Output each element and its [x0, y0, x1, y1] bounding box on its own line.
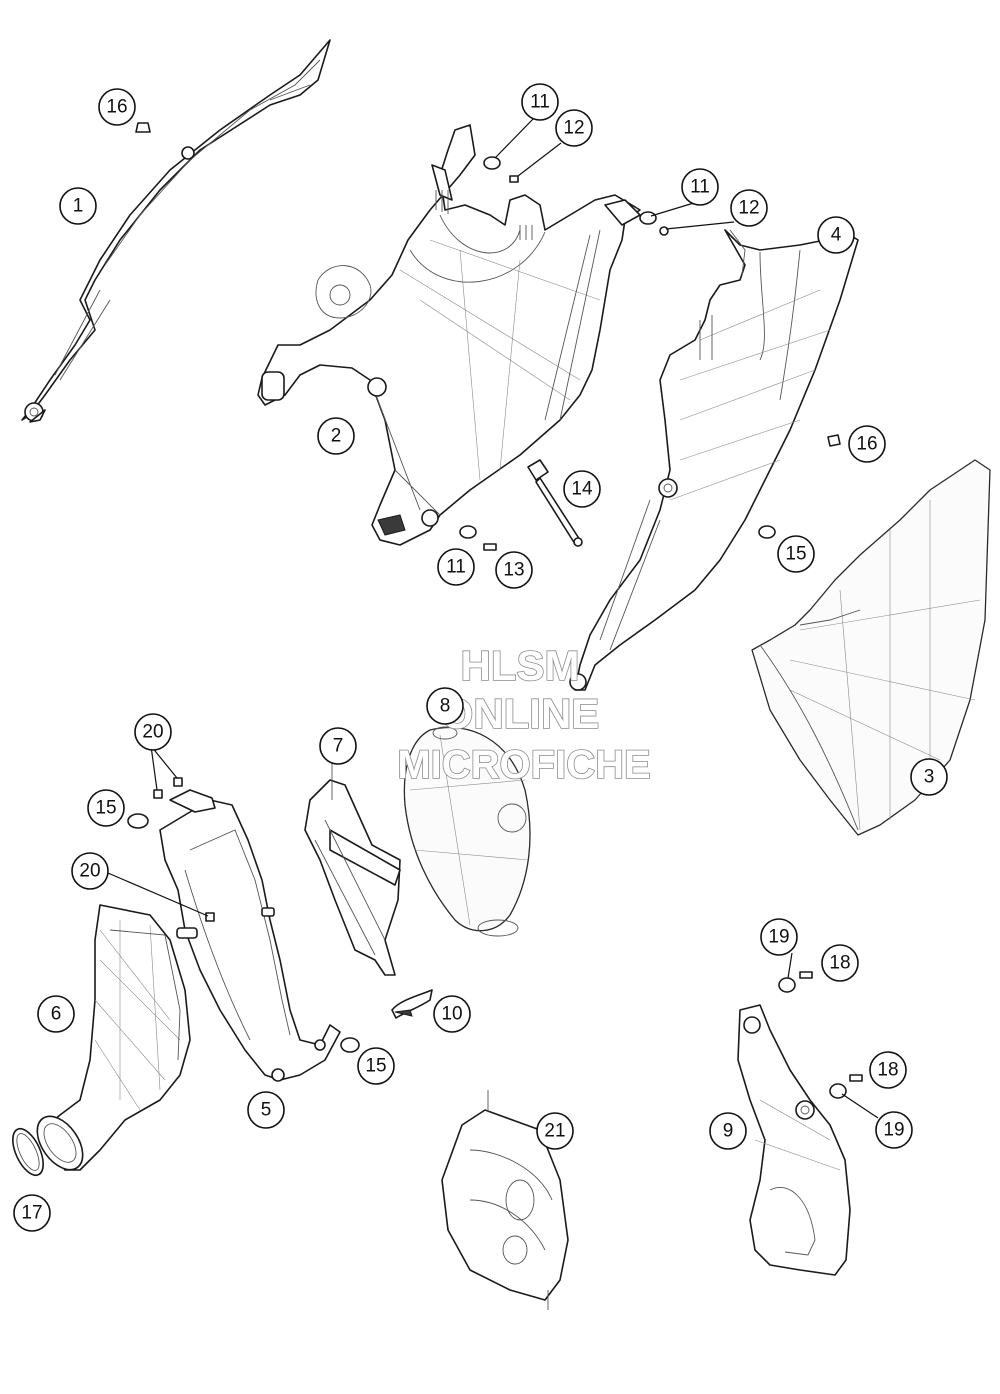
callout-21: 21	[536, 1112, 574, 1150]
leader-lines	[107, 116, 879, 1119]
callout-20b-label: 20	[79, 861, 100, 882]
grommet-15c	[340, 1037, 360, 1053]
callout-9: 9	[709, 1112, 747, 1150]
callout-7: 7	[319, 727, 357, 765]
watermark-line1: HLSM	[461, 642, 580, 689]
callout-12a: 12	[555, 109, 593, 147]
washer-11a	[483, 156, 501, 170]
callout-15a: 15	[777, 535, 815, 573]
callout-2-label: 2	[331, 426, 342, 447]
callout-8: 8	[426, 687, 464, 725]
callout-11c: 11	[437, 548, 475, 586]
watermark-line2: ONLINE	[441, 690, 600, 737]
screw-12a	[509, 175, 519, 183]
callout-16b-label: 16	[856, 434, 877, 455]
callout-12a-label: 12	[563, 118, 584, 139]
callout-19b: 19	[875, 1111, 913, 1149]
part-7-filter-cage	[304, 753, 401, 976]
callout-13-label: 13	[503, 560, 524, 581]
callout-15b-label: 15	[95, 798, 116, 819]
callout-4: 4	[817, 216, 855, 254]
callout-18a: 18	[821, 944, 859, 982]
part-10-clip	[391, 989, 433, 1019]
part-17-clamp	[12, 1127, 44, 1177]
callout-3-label: 3	[924, 767, 935, 788]
callout-15c: 15	[357, 1047, 395, 1085]
callout-11c-label: 11	[446, 557, 466, 578]
callout-21-label: 21	[544, 1121, 565, 1142]
screw-20a	[153, 789, 163, 799]
callout-19a-label: 19	[768, 927, 789, 948]
callout-15b: 15	[87, 789, 125, 827]
callout-19b-label: 19	[883, 1120, 904, 1141]
screw-18a	[799, 971, 813, 979]
callout-17: 17	[13, 1194, 51, 1232]
part-5-intake-bracket	[159, 789, 341, 1082]
hardware	[127, 122, 863, 1099]
callout-18a-label: 18	[829, 953, 850, 974]
callout-1: 1	[59, 187, 97, 225]
callout-20b: 20	[71, 852, 109, 890]
part-21-spare-filter	[441, 1090, 569, 1310]
callout-20a: 20	[134, 713, 172, 751]
part-6-airbox-duct	[36, 904, 191, 1171]
callout-11a: 11	[521, 83, 559, 121]
washer-11c	[459, 525, 477, 539]
fastener-16b	[827, 434, 841, 447]
callout-14-label: 14	[571, 479, 593, 500]
callout-11b: 11	[681, 168, 719, 206]
grommet-15a	[758, 525, 776, 539]
screw-13	[483, 543, 497, 551]
nut-12b	[659, 226, 669, 236]
callout-10: 10	[433, 995, 471, 1033]
fastener-16a	[135, 122, 151, 133]
callout-19a: 19	[760, 918, 798, 956]
callout-6: 6	[37, 995, 75, 1033]
callout-14: 14	[563, 470, 601, 508]
part-1-side-strip	[21, 39, 331, 423]
washer-11b	[639, 211, 657, 225]
callout-5: 5	[247, 1091, 285, 1129]
callout-12b-label: 12	[738, 198, 759, 219]
screw-20b	[173, 777, 183, 787]
screw-18b	[849, 1074, 863, 1082]
callout-3: 3	[910, 758, 948, 796]
callout-17-label: 17	[21, 1203, 42, 1224]
watermark-line3: MICROFICHE	[397, 743, 650, 787]
callout-15a-label: 15	[785, 544, 806, 565]
screw-20c	[205, 912, 215, 922]
callout-20a-label: 20	[142, 722, 163, 743]
callout-8-label: 8	[440, 696, 451, 717]
part-14-clip	[527, 459, 583, 547]
callout-11a-label: 11	[530, 92, 550, 113]
part-4-shroud	[569, 229, 859, 691]
callout-16a: 16	[98, 88, 136, 126]
washer-19b	[829, 1083, 847, 1099]
callout-2: 2	[317, 417, 355, 455]
callout-16b: 16	[848, 425, 886, 463]
part-3-filter-cover	[751, 459, 991, 836]
callouts: 1 2 3 4 5 6 7 8 9 10 11 11 11 12 12 13 1…	[13, 83, 948, 1232]
callout-16a-label: 16	[106, 97, 127, 118]
part-9-side-panel	[737, 1004, 851, 1276]
grommet-15b	[127, 813, 149, 829]
part-8-filter	[403, 726, 531, 937]
callout-4-label: 4	[831, 225, 842, 246]
callout-6-label: 6	[51, 1004, 62, 1025]
callout-7-label: 7	[333, 736, 344, 757]
callout-1-label: 1	[73, 196, 84, 217]
callout-18b: 18	[869, 1051, 907, 1089]
callout-12b: 12	[730, 189, 768, 227]
callout-11b-label: 11	[690, 177, 710, 198]
callout-10-label: 10	[441, 1004, 462, 1025]
callout-5-label: 5	[261, 1100, 272, 1121]
callout-9-label: 9	[723, 1121, 734, 1142]
callout-15c-label: 15	[365, 1056, 386, 1077]
washer-19a	[778, 977, 796, 993]
callout-18b-label: 18	[877, 1060, 898, 1081]
part-2-airbox-frame	[257, 124, 641, 546]
watermark: HLSM ONLINE MICROFICHE	[397, 641, 652, 788]
callout-13: 13	[495, 551, 533, 589]
